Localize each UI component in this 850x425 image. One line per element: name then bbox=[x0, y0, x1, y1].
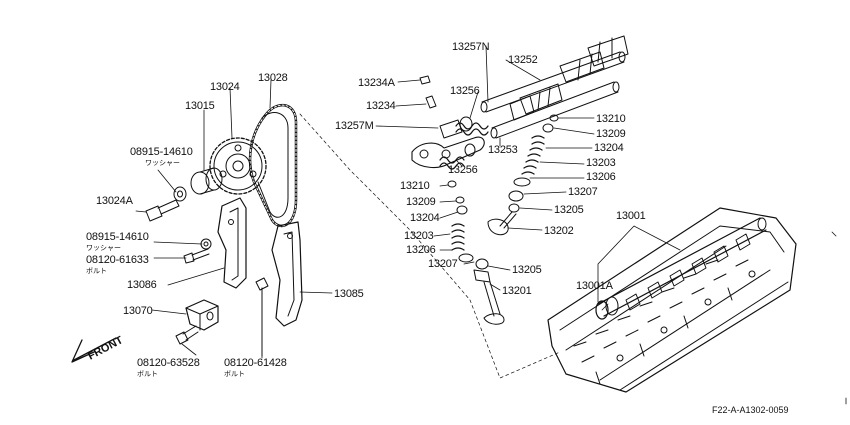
label-washer-lower: ワッシャー bbox=[86, 244, 121, 252]
label-bolt-b: ボルト bbox=[137, 370, 158, 378]
rocker-spring-lower bbox=[439, 156, 465, 170]
label-13204-lower: 13204 bbox=[410, 212, 440, 224]
label-13085: 13085 bbox=[334, 288, 364, 300]
cylinder-head bbox=[547, 207, 797, 393]
lock-bolt bbox=[419, 75, 437, 109]
rocker-shaft-lower bbox=[490, 81, 620, 139]
label-13001: 13001 bbox=[616, 210, 646, 222]
label-08915-14610-upper: 08915-14610 bbox=[130, 146, 193, 158]
tensioner-bolt bbox=[255, 277, 269, 357]
rocker-shaft-upper bbox=[480, 35, 629, 113]
label-bolt-a: ボルト bbox=[86, 267, 107, 275]
label-13086: 13086 bbox=[127, 279, 157, 291]
washer-upper bbox=[173, 186, 187, 202]
chain-tensioner bbox=[185, 299, 219, 331]
valve-set-upper bbox=[487, 114, 559, 236]
label-13256-lower: 13256 bbox=[448, 164, 478, 176]
label-13015: 13015 bbox=[185, 100, 215, 112]
label-13024: 13024 bbox=[210, 81, 240, 93]
label-13202: 13202 bbox=[544, 225, 574, 237]
label-13203-lower: 13203 bbox=[404, 230, 434, 242]
label-13070: 13070 bbox=[123, 305, 153, 317]
rocker-spring-upper bbox=[455, 122, 489, 136]
camshaft-sprocket bbox=[209, 137, 267, 195]
label-13253: 13253 bbox=[488, 144, 518, 156]
camshaft bbox=[595, 217, 767, 320]
label-bolt-c: ボルト bbox=[224, 370, 245, 378]
label-13204-upper: 13204 bbox=[594, 142, 624, 154]
label-13206-lower: 13206 bbox=[406, 244, 436, 256]
timing-chain bbox=[248, 103, 298, 228]
label-13209-upper: 13209 bbox=[596, 128, 626, 140]
label-13256-upper: 13256 bbox=[450, 85, 480, 97]
tensioner-mount-bolt bbox=[175, 325, 199, 345]
label-08120-61428: 08120-61428 bbox=[224, 357, 287, 369]
reference-dashed-line bbox=[299, 113, 561, 379]
label-13210-upper: 13210 bbox=[596, 113, 626, 125]
label-13209-lower: 13209 bbox=[406, 196, 436, 208]
label-13001A: 13001A bbox=[576, 280, 613, 292]
chain-tensioner-arm bbox=[271, 221, 303, 327]
sprocket-bolt bbox=[145, 199, 180, 222]
label-13205-upper: 13205 bbox=[554, 204, 584, 216]
label-13203-upper: 13203 bbox=[586, 157, 616, 169]
label-13201: 13201 bbox=[502, 285, 532, 297]
valve-set-lower bbox=[447, 180, 505, 325]
margin-marks bbox=[831, 231, 847, 405]
label-washer-upper: ワッシャー bbox=[145, 159, 180, 167]
label-08120-63528: 08120-63528 bbox=[137, 357, 200, 369]
washer-lower bbox=[200, 238, 212, 250]
rocker-arm-pair bbox=[411, 116, 485, 169]
camshaft-spacer bbox=[190, 167, 223, 195]
label-13234A: 13234A bbox=[358, 77, 395, 89]
label-13207-lower: 13207 bbox=[428, 258, 458, 270]
label-08120-61633: 08120-61633 bbox=[86, 254, 149, 266]
label-13028: 13028 bbox=[258, 72, 288, 84]
guide-bolt bbox=[183, 248, 210, 264]
label-13207-upper: 13207 bbox=[568, 186, 598, 198]
label-13257N: 13257N bbox=[452, 41, 490, 53]
label-08915-14610-lower: 08915-14610 bbox=[86, 231, 149, 243]
label-13205-lower: 13205 bbox=[512, 264, 542, 276]
label-13024A: 13024A bbox=[96, 195, 133, 207]
label-13210-lower: 13210 bbox=[400, 180, 430, 192]
figure-code: F22-A-A1302-0059 bbox=[712, 405, 789, 415]
chain-guide-left bbox=[217, 197, 247, 289]
label-13234: 13234 bbox=[366, 100, 396, 112]
leader-lines bbox=[135, 45, 681, 359]
label-13206-upper: 13206 bbox=[586, 171, 616, 183]
label-13257M: 13257M bbox=[335, 120, 374, 132]
label-13252: 13252 bbox=[508, 54, 538, 66]
front-arrow-icon bbox=[71, 337, 117, 363]
